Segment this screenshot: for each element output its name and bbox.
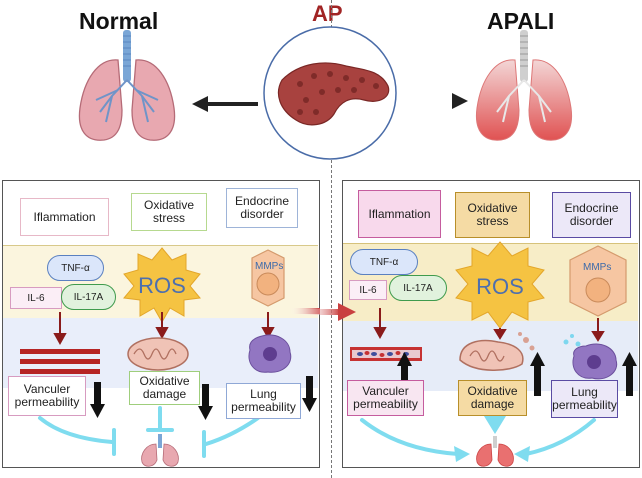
normal-vascular-permeability-box: Vanculer permeability [8, 376, 86, 416]
normal-mmps-label: MMPs [255, 261, 284, 272]
connect-arrow-icon [300, 303, 356, 321]
title-normal: Normal [79, 8, 159, 34]
normal-tnf-alpha: TNF-α [47, 255, 104, 281]
apali-small-lungs-icon [476, 436, 514, 467]
normal-endocrine-box: Endocrine disorder [226, 188, 298, 228]
apali-lung-permeability-box: Lung permeability [551, 380, 618, 418]
apali-lungs-icon [475, 30, 573, 141]
apali-ros-label: ROS [476, 274, 524, 299]
apali-il17a: IL-17A [389, 275, 447, 301]
apali-inflammation-box: Iflammation [358, 190, 441, 238]
apali-vascular-permeability-box: Vanculer permeability [347, 380, 424, 416]
apali-oxidative-damage-box: Oxidative damage [458, 380, 527, 416]
normal-inflammation-box: Iflammation [20, 198, 109, 236]
normal-ros-label: ROS [138, 273, 186, 298]
apali-il6: IL-6 [349, 280, 387, 300]
title-ap: AP [312, 1, 343, 26]
normal-lung-permeability-box: Lung permeability [226, 383, 301, 419]
normal-oxidative-stress-box: Oxidative stress [131, 193, 207, 231]
apali-oxidative-stress-box: Oxidative stress [455, 192, 530, 238]
normal-lungs-icon [78, 30, 176, 141]
normal-small-lungs-icon [141, 434, 179, 467]
apali-diagram-graphics: ROS [350, 241, 637, 467]
pancreas-icon [277, 62, 390, 126]
apali-tnf-alpha: TNF-α [350, 249, 418, 275]
title-apali: APALI [487, 8, 555, 34]
center-divider [331, 0, 332, 478]
top-illustration [78, 26, 573, 160]
normal-diagram-graphics: ROS [20, 247, 320, 467]
apali-mmps-label: MMPs [583, 262, 612, 273]
apali-endocrine-box: Endocrine disorder [552, 192, 631, 238]
normal-il17a: IL-17A [61, 284, 116, 310]
normal-oxidative-damage-box: Oxidative damage [129, 371, 200, 405]
